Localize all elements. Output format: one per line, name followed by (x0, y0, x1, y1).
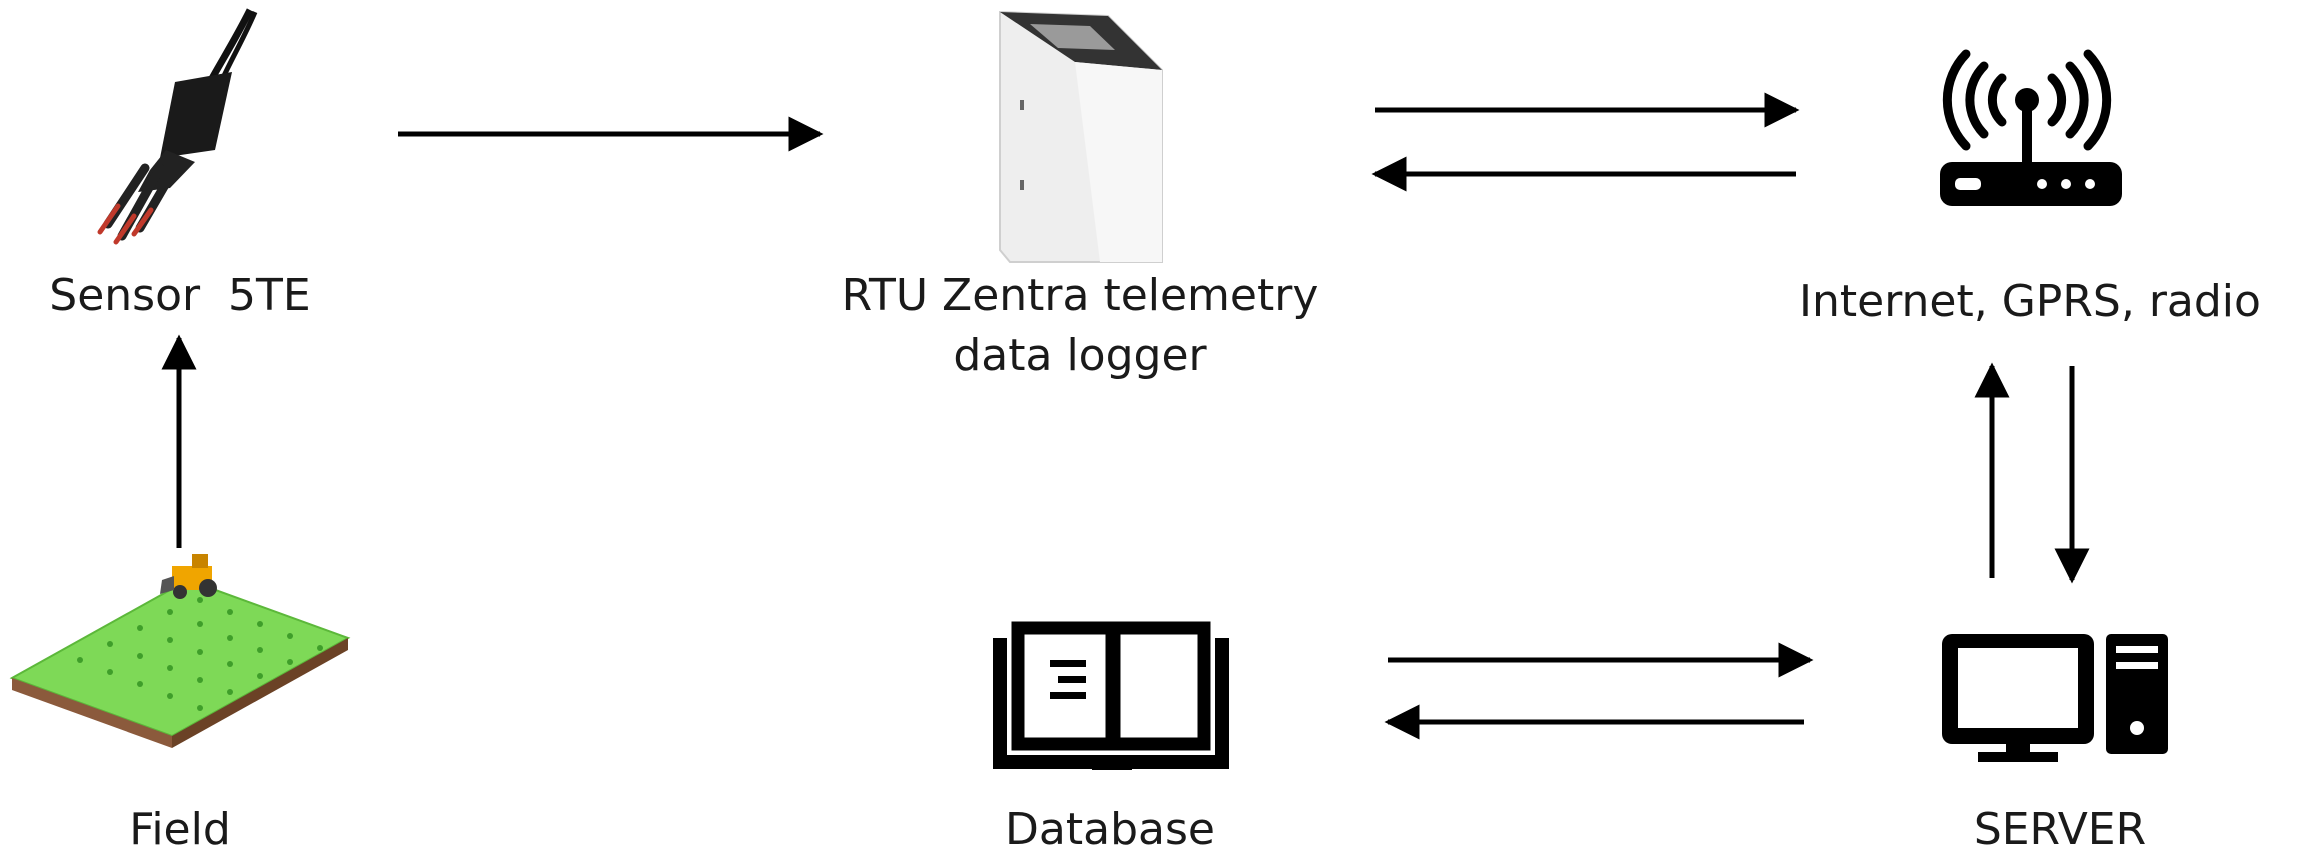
node-label-database: Database (1005, 804, 1215, 855)
node-label-internet: Internet, GPRS, radio (1799, 276, 2261, 327)
node-label-sensor: Sensor 5TE (49, 270, 311, 321)
wireless-router-icon (1940, 49, 2122, 206)
book-database-icon (993, 621, 1229, 770)
field-tractor-icon (9, 554, 351, 748)
data-logger-icon (999, 10, 1163, 263)
computer-server-icon (1942, 634, 2168, 762)
node-label-field: Field (129, 804, 231, 855)
node-label-rtu-line1: RTU Zentra telemetry (841, 270, 1319, 321)
node-label-rtu: RTU Zentra telemetry data logger (780, 266, 1380, 386)
node-label-rtu-line2: data logger (953, 330, 1207, 381)
soil-sensor-icon (97, 8, 258, 245)
node-label-server: SERVER (1973, 804, 2147, 855)
